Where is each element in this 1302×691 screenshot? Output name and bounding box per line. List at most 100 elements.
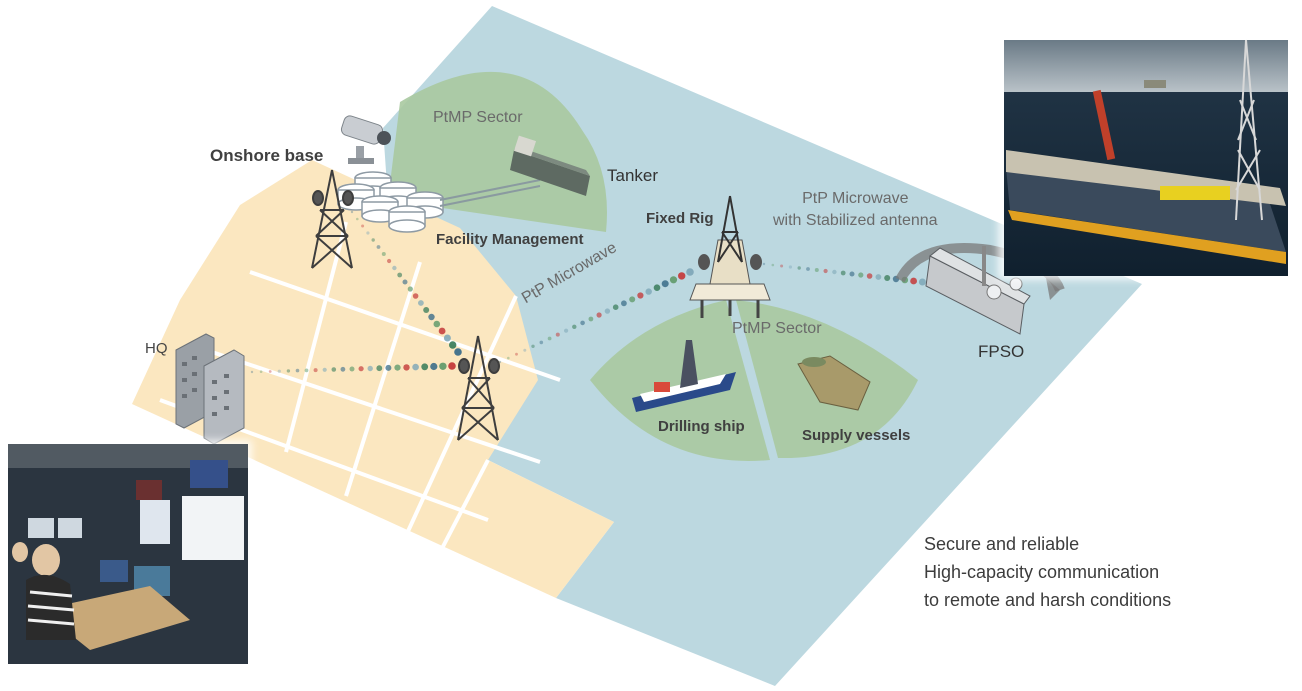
link-dot [806, 267, 810, 271]
drilling-ship-icon [632, 340, 736, 412]
link-dot [621, 300, 627, 307]
link-dot [402, 279, 408, 285]
link-dot [454, 348, 462, 356]
link-dot [449, 341, 457, 349]
link-dot [439, 362, 447, 370]
link-dot [397, 272, 403, 278]
link-dot [539, 340, 544, 345]
link-dot [376, 365, 383, 372]
radio-tower-icon [457, 335, 500, 441]
link-dot [356, 217, 359, 221]
link-dot [250, 370, 254, 374]
link-dot [823, 268, 828, 274]
link-dot [572, 324, 577, 329]
link-dot [340, 366, 346, 372]
link-dot [762, 262, 766, 266]
link-dot [322, 367, 327, 372]
land-grid [132, 160, 614, 598]
link-dot [678, 272, 686, 280]
link-tower-to-rig [498, 268, 694, 364]
jetty [439, 179, 541, 207]
link-dot [653, 284, 661, 292]
link-dot [507, 356, 510, 360]
control-room-photo [4, 440, 252, 668]
link-dot [580, 320, 585, 326]
link-dot [394, 364, 401, 371]
footer-line-3: to remote and harsh conditions [924, 590, 1172, 610]
link-dot [433, 320, 441, 328]
link-dot [403, 364, 410, 371]
link-dot [350, 210, 354, 214]
link-dot [875, 274, 882, 280]
link-dot [884, 275, 891, 281]
link-dot [286, 369, 291, 373]
office-building-icon [175, 333, 245, 445]
link-dot [849, 271, 855, 277]
link-dot [780, 264, 784, 268]
cctv-camera-icon [340, 115, 391, 164]
tanker-label: Tanker [607, 166, 659, 185]
link-dot [448, 362, 456, 370]
facility-management-label: Facility Management [436, 231, 584, 248]
link-dot [669, 276, 678, 284]
link-dot [604, 308, 611, 314]
link-dot [832, 269, 837, 275]
link-dot [629, 296, 636, 303]
link-dot [788, 265, 793, 269]
link-dot [515, 352, 518, 356]
link-dot [438, 327, 446, 335]
link-dot [430, 362, 438, 371]
link-tower-to-base [350, 210, 462, 356]
onshore-base-label: Onshore base [210, 146, 324, 165]
tanker-ship-icon [510, 135, 590, 196]
ptmp-sector-tanker [388, 71, 607, 232]
link-dot [840, 270, 846, 276]
link-dot [443, 334, 451, 342]
link-dot [376, 245, 381, 249]
link-dot [381, 252, 386, 256]
link-dot [387, 258, 392, 264]
link-dot [428, 313, 435, 321]
link-dot [412, 363, 419, 371]
link-dot [918, 278, 926, 286]
footer-line-2: High-capacity communication [924, 562, 1160, 582]
fixed-rig-label: Fixed Rig [646, 210, 714, 227]
link-dot [412, 293, 419, 299]
link-dot [814, 268, 819, 272]
link-dot [407, 286, 413, 292]
supply-vessels-label: Supply vessels [802, 427, 911, 444]
link-dot [268, 370, 272, 373]
drilling-ship-label: Drilling ship [658, 418, 745, 435]
link-dot [588, 316, 594, 322]
link-dot [637, 292, 644, 299]
ptmp-sector-drilling [590, 300, 770, 461]
link-dot [361, 224, 365, 228]
ptmp-sector-mid-label: PtMP Sector [732, 320, 822, 337]
link-dot [385, 364, 392, 371]
link-dot [331, 367, 337, 372]
link-dot [304, 368, 309, 373]
link-dot [313, 368, 318, 373]
link-dot [367, 365, 373, 372]
link-dot [547, 336, 552, 341]
fpso-label: FPSO [978, 342, 1025, 361]
link-dot [421, 363, 429, 371]
link-dot [612, 304, 619, 311]
link-dot [349, 366, 355, 372]
hq-label: HQ [145, 340, 168, 357]
link-dot [661, 280, 669, 288]
footer-line-1: Secure and reliable [924, 534, 1080, 554]
link-dot [418, 300, 424, 306]
link-dot [358, 366, 364, 372]
link-dot [564, 328, 569, 333]
link-dot [366, 231, 370, 235]
link-dot [371, 238, 375, 242]
link-dot [596, 312, 602, 318]
link-dot [645, 288, 652, 295]
link-dot [797, 266, 801, 270]
link-dot [259, 370, 263, 374]
link-dot [531, 344, 535, 348]
link-dot [392, 265, 397, 271]
link-dot [858, 272, 864, 278]
